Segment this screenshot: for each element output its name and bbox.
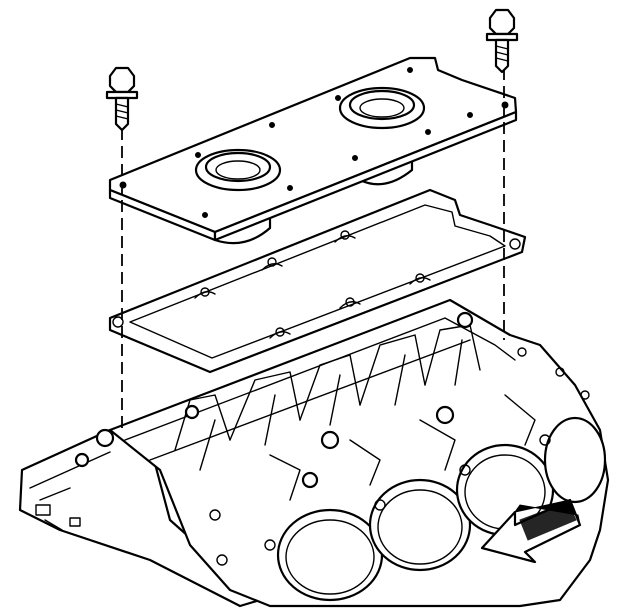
seal-front: [194, 148, 282, 192]
valley-cover-gasket: [108, 188, 527, 374]
alignment-lines: [121, 68, 505, 432]
front-arrow-icon: [480, 498, 582, 564]
bolt-icon: [105, 66, 139, 132]
bolt-icon: [485, 8, 519, 74]
seal-rear: [338, 86, 426, 130]
valley-cover: [108, 56, 518, 245]
engine-block: [18, 298, 610, 608]
